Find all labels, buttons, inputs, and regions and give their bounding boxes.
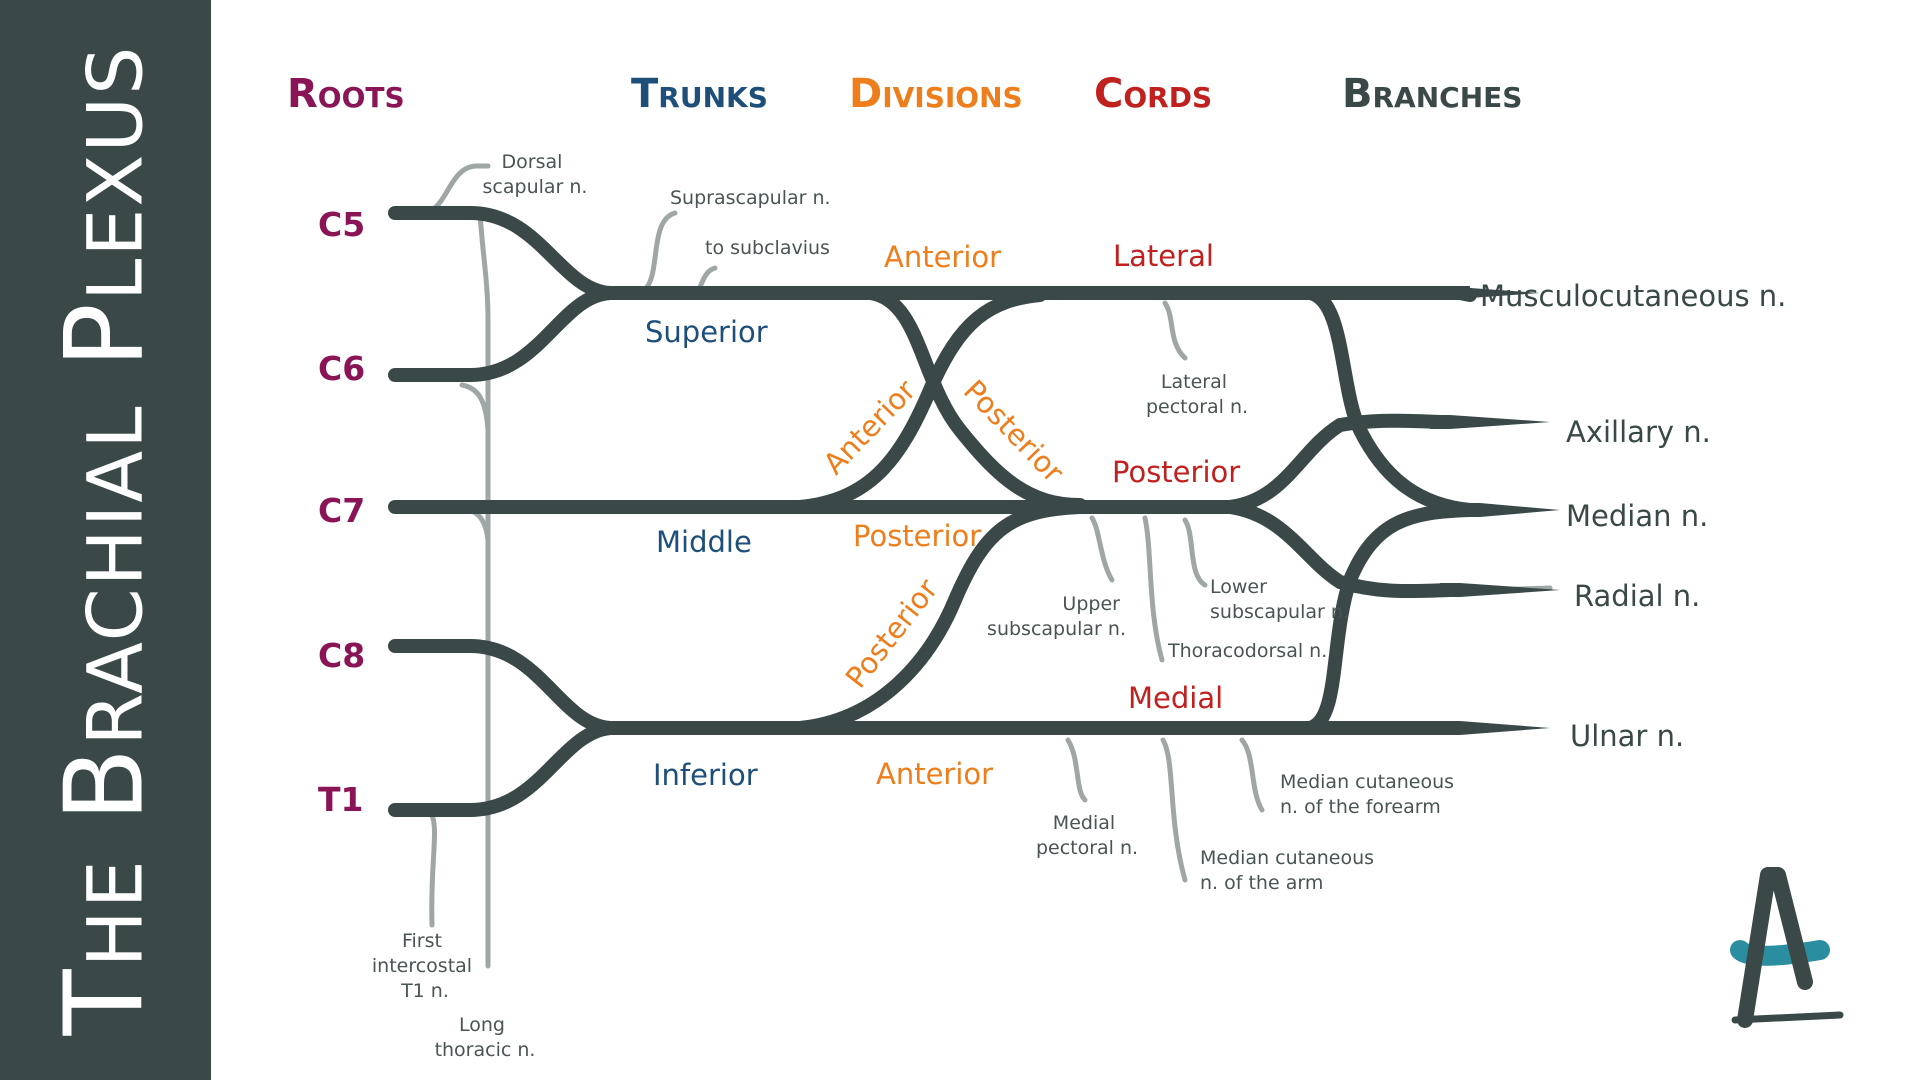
label-suprascapular: Suprascapular n. [670,187,831,209]
branch-label-axillary: Axillary n. [1566,415,1711,449]
division-label-middle-posterior: Posterior [853,519,981,553]
plexus-paths [388,206,1477,817]
axillary-tail [1430,415,1550,429]
dorsal-scapular-nerve [429,163,491,213]
label-to-subclavius: to subclavius [705,237,830,259]
header-trunks: Trunks [631,71,768,117]
lower-subscapular-nerve [1182,517,1208,588]
first-intercostal-nerve [427,809,438,928]
branch-label-musculocutaneous: Musculocutaneous n. [1480,279,1786,313]
long-thoracic-c6-root [459,382,491,433]
header-roots: Roots [287,71,405,117]
musculocutaneous-tail [1450,286,1540,300]
a-letter-logo-icon [1730,867,1844,1028]
thoracodorsal-nerve [1142,515,1165,663]
trunk-label-middle: Middle [656,525,752,559]
label-thoracodorsal: Thoracodorsal n. [1167,640,1327,662]
root-label-c8: C8 [318,636,365,675]
median-cutaneous-arm-nerve [1160,737,1188,883]
lateral-pectoral-nerve [1162,300,1188,361]
long-thoracic-c7-root [467,507,491,543]
branch-tails [1430,286,1560,735]
header-divisions: Divisions [849,71,1023,117]
trunk-label-inferior: Inferior [653,758,758,792]
label-lateral-pectoral: Lateral pectoral n. [1146,371,1248,418]
posterior-to-radial-path [1223,500,1457,599]
label-dorsal-scapular: Dorsal scapular n. [483,151,588,198]
upper-subscapular-nerve [1089,515,1115,583]
side-banner [0,0,211,1080]
collateral-labels: Dorsal scapular n. Suprascapular n. to s… [372,151,1460,1061]
cord-label-posterior: Posterior [1112,455,1240,489]
median-tail [1460,503,1560,517]
branch-label-ulnar: Ulnar n. [1570,719,1684,753]
cord-label-medial: Medial [1128,681,1223,715]
label-medial-pectoral: Medial pectoral n. [1036,812,1138,859]
cord-label-lateral: Lateral [1113,239,1214,273]
branch-label-radial: Radial n. [1574,579,1700,613]
root-label-c6: C6 [318,349,365,388]
root-label-t1: T1 [318,780,363,819]
label-upper-subscapular: Upper subscapular n. [987,593,1126,640]
t1-root [388,721,617,817]
median-cutaneous-forearm-nerve [1239,737,1265,813]
label-median-cutaneous-forearm: Median cutaneous n. of the forearm [1280,771,1460,818]
posterior-to-axillary-path [1223,413,1447,514]
label-long-thoracic: Long thoracic n. [435,1014,536,1061]
root-label-c7: C7 [318,491,365,530]
suprascapular-nerve [644,210,678,290]
root-labels: C5 C6 C7 C8 T1 [318,205,365,819]
medial-pectoral-nerve [1065,737,1088,803]
header-branches: Branches [1342,71,1522,117]
long-thoracic-nerve [477,209,491,969]
superior-posterior-division [863,286,1087,512]
c5-root [388,206,617,300]
trunk-label-superior: Superior [645,315,768,349]
division-label-superior-anterior: Anterior [884,240,1001,274]
radial-tail [1440,583,1560,597]
ulnar-tail [1440,721,1550,735]
header-cords: Cords [1094,71,1212,117]
root-label-c5: C5 [318,205,365,244]
c6-root [388,286,617,382]
lateral-to-median-path [1303,286,1477,517]
division-label-superior-posterior: Posterior [957,373,1071,489]
branch-label-median: Median n. [1566,499,1708,533]
middle-anterior-division [793,288,1047,514]
c8-root [388,639,617,735]
inferior-posterior-division [793,500,1087,735]
division-label-inferior-posterior: Posterior [839,572,945,694]
label-first-intercostal: First intercostal T1 n. [372,930,478,1002]
subclavius-nerve [697,265,718,290]
division-label-inferior-anterior: Anterior [876,757,993,791]
label-median-cutaneous-arm: Median cutaneous n. of the arm [1200,847,1380,894]
label-lower-subscapular: Lower subscapular n. [1210,576,1349,623]
